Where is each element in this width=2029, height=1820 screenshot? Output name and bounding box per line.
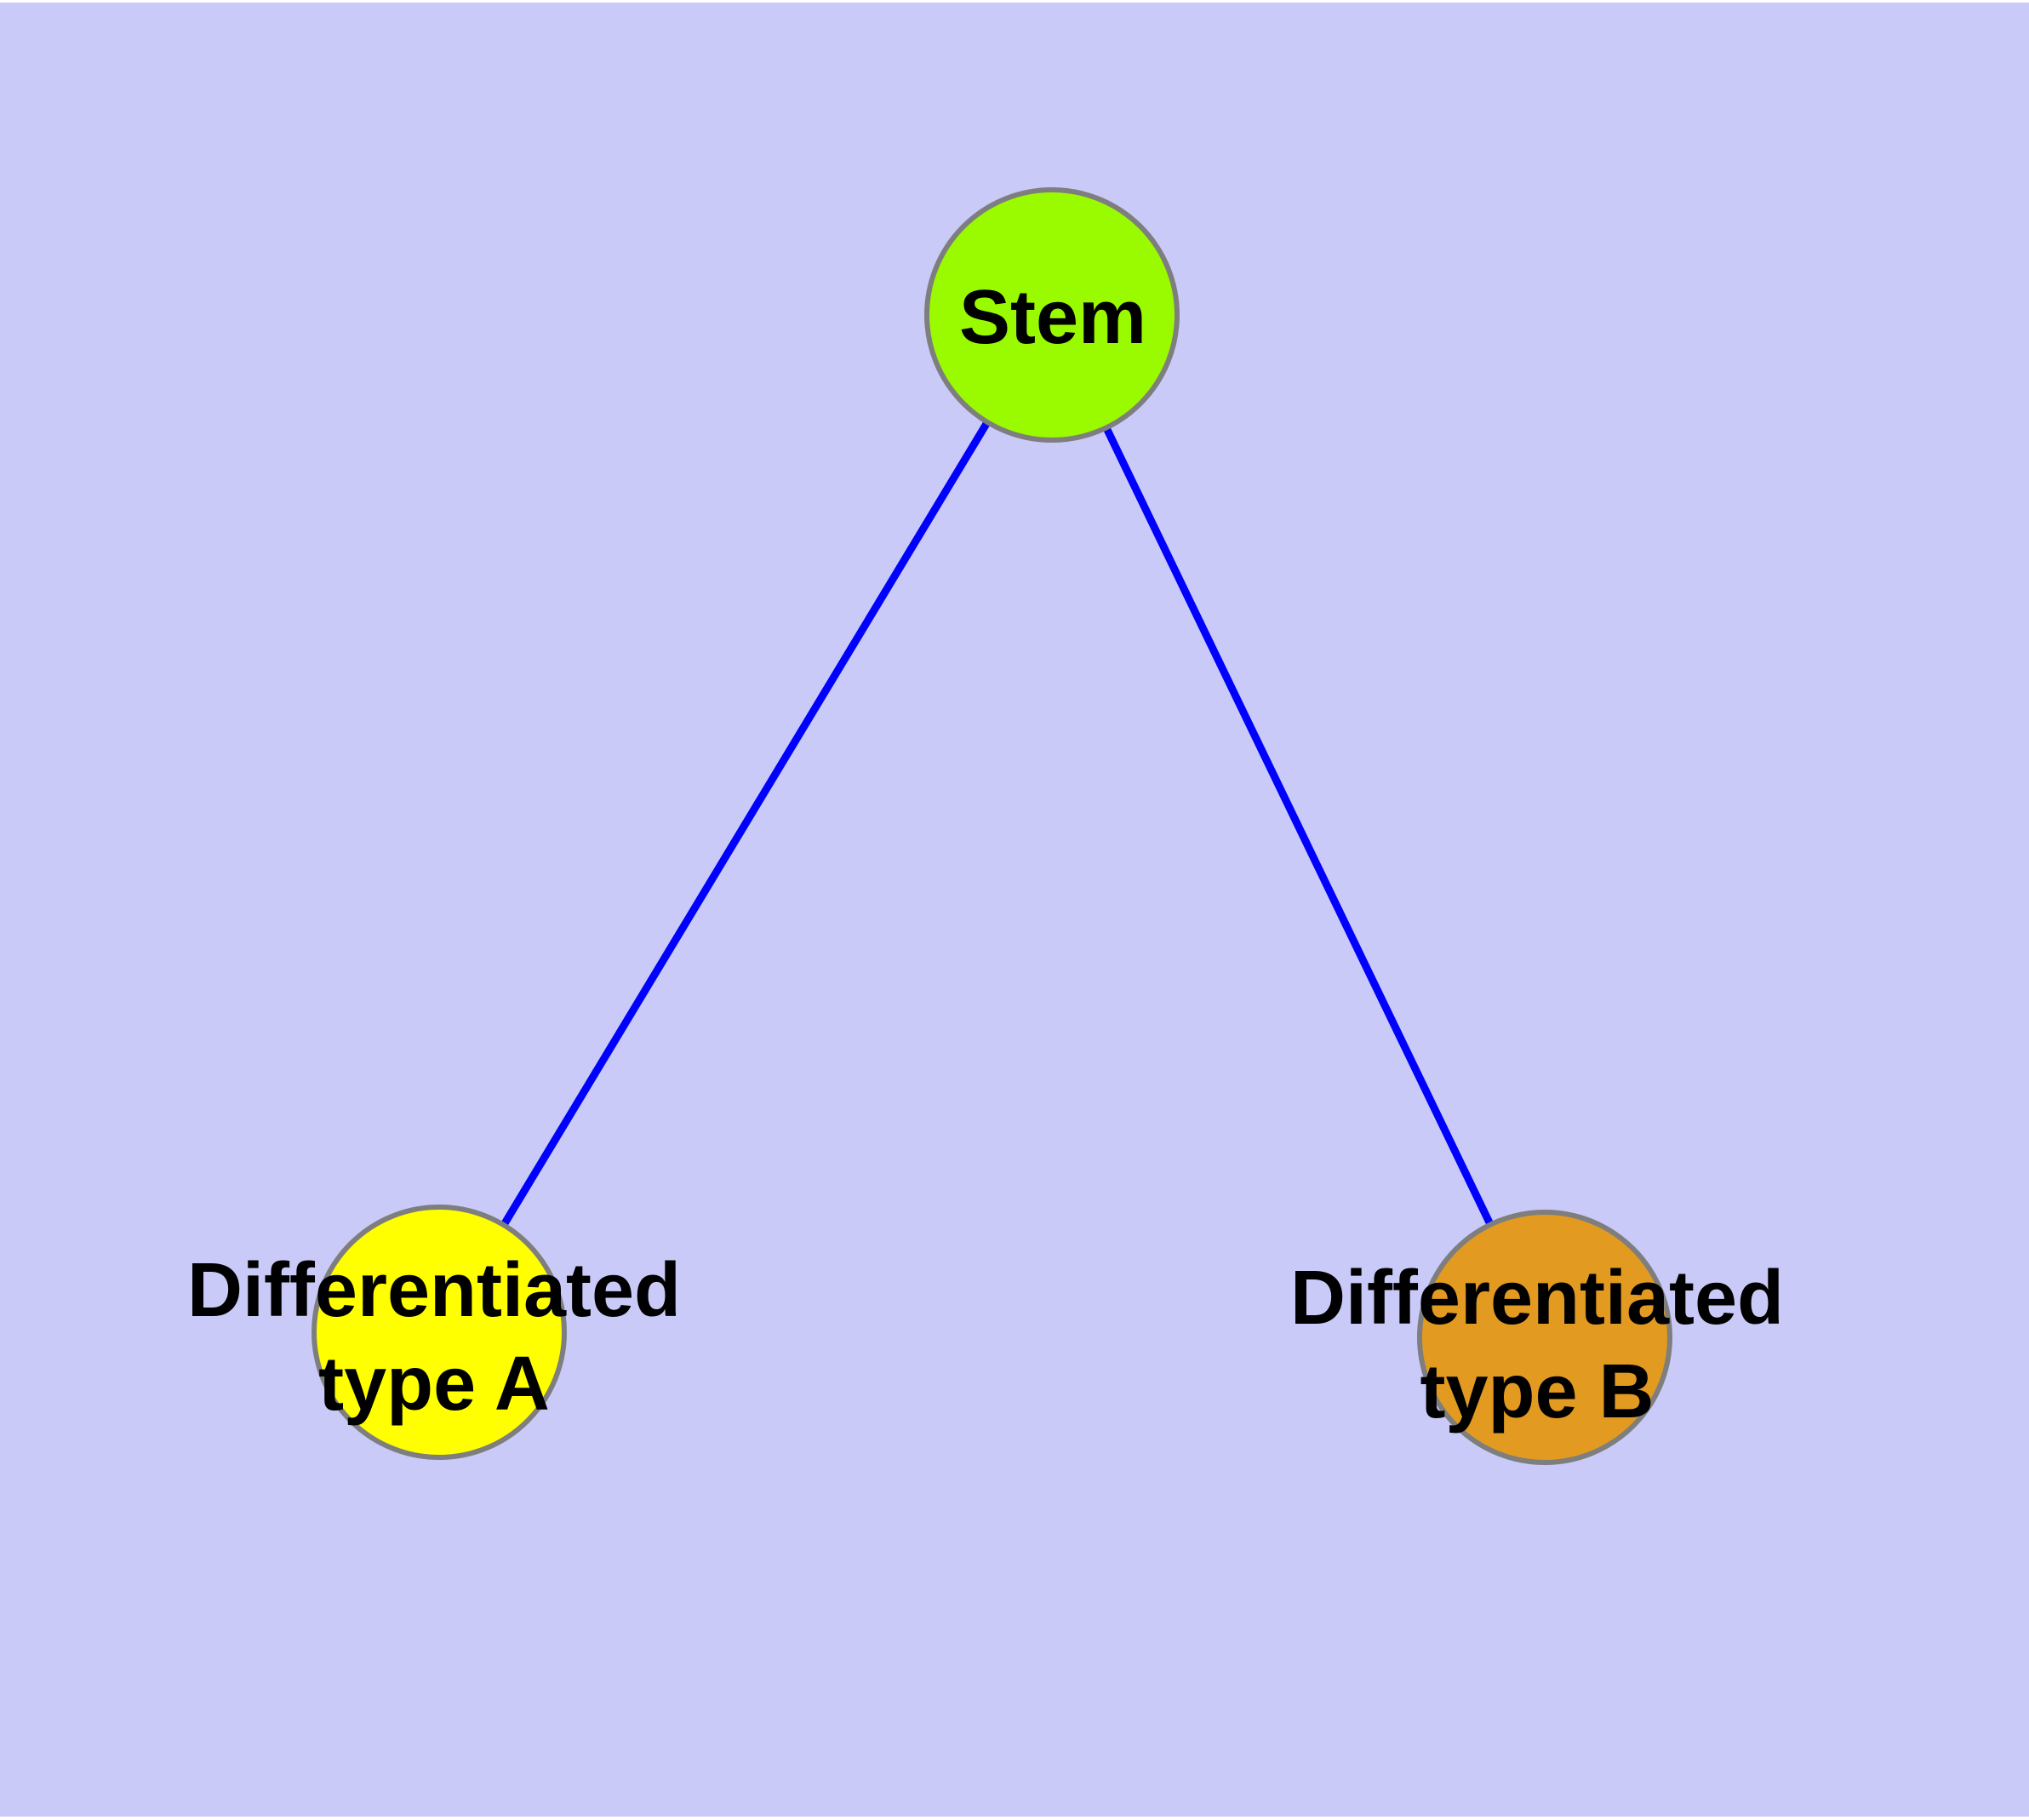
node-type-a-label-line2: type A xyxy=(318,1342,550,1427)
edge-stem-to-type-a xyxy=(436,312,1055,1335)
node-stem-label: Stem xyxy=(959,275,1146,360)
edge-stem-to-type-b xyxy=(1048,313,1549,1339)
node-type-b-label-line1: Differentiated xyxy=(1290,1256,1784,1341)
node-type-b-label-line2: type B xyxy=(1420,1349,1654,1434)
node-differentiated-type-b xyxy=(1417,1210,1672,1465)
node-differentiated-type-a xyxy=(311,1205,567,1460)
node-type-a-label-line1: Differentiated xyxy=(187,1248,681,1333)
node-stem xyxy=(924,187,1180,443)
